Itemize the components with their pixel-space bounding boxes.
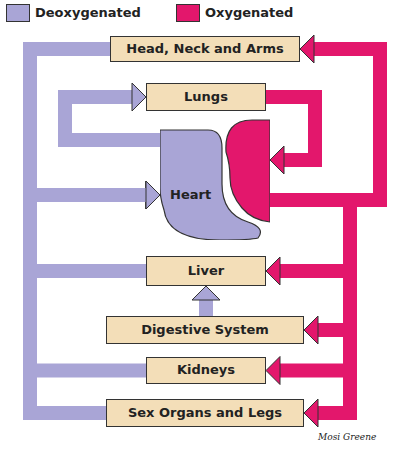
arrow-head	[266, 357, 280, 385]
organ-label: Sex Organs and Legs	[128, 406, 282, 420]
organ-label: Kidneys	[177, 363, 235, 377]
heart-shape: Heart	[160, 118, 270, 240]
organ-box: Lungs	[146, 83, 266, 111]
organ-box: Kidneys	[146, 357, 266, 384]
legend-text: Oxygenated	[205, 5, 293, 20]
vessel-line	[270, 49, 380, 200]
oxygenated-chamber	[226, 120, 270, 222]
arrow-head	[146, 181, 160, 209]
arrow-head	[146, 181, 160, 209]
legend-swatch	[6, 4, 30, 22]
vessel-line	[270, 200, 350, 330]
blood-vessel	[266, 97, 315, 174]
blood-vessel	[192, 286, 220, 316]
organ-box: Liver	[146, 256, 266, 286]
signature: Mosi Greene	[318, 432, 376, 442]
arrow-head	[146, 181, 160, 209]
organ-box: Sex Organs and Legs	[106, 399, 304, 427]
blood-vessel	[266, 200, 350, 385]
vessel-line	[270, 200, 350, 413]
vessel-line	[199, 299, 213, 316]
organ-label: Liver	[188, 264, 224, 278]
arrow-head	[300, 35, 314, 63]
blood-vessel	[270, 200, 350, 427]
vessel-line	[30, 49, 147, 195]
organ-label: Heart	[170, 188, 211, 202]
vessel-line	[30, 195, 147, 413]
arrow-head	[192, 286, 220, 300]
arrow-head	[266, 257, 280, 285]
organ-label: Lungs	[184, 90, 228, 104]
blood-vessel	[30, 49, 160, 209]
arrow-head	[304, 316, 318, 344]
organ-box: Head, Neck and Arms	[110, 36, 300, 62]
organ-box: Digestive System	[106, 316, 304, 344]
organ-label: Head, Neck and Arms	[126, 42, 283, 56]
blood-vessel	[30, 181, 160, 413]
vessel-line	[30, 195, 147, 271]
vessel-line	[270, 200, 350, 271]
heart-illustration	[160, 118, 270, 240]
legend-swatch	[176, 4, 200, 22]
legend-text: Deoxygenated	[35, 5, 141, 20]
blood-vessel	[266, 200, 350, 285]
arrow-head	[132, 83, 146, 111]
arrow-head	[146, 181, 160, 209]
vessel-line	[266, 97, 315, 160]
vessel-line	[270, 200, 350, 371]
arrow-head	[304, 399, 318, 427]
organ-label: Digestive System	[141, 323, 269, 337]
vessel-line	[30, 195, 147, 371]
arrow-head	[270, 146, 284, 174]
